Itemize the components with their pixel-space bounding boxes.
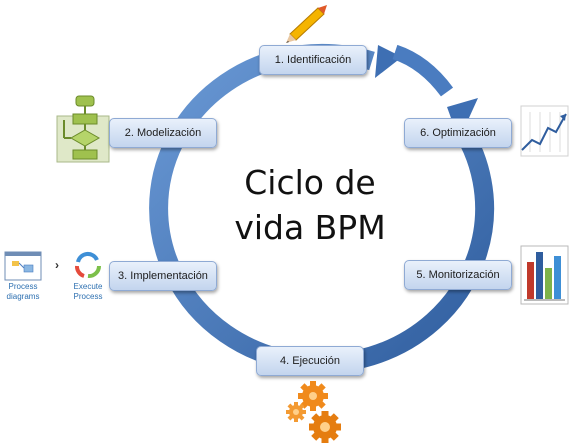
step-implementacion: 3. Implementación (109, 261, 217, 291)
ring-path (149, 43, 495, 373)
cycle-title-line-1: Ciclo de (244, 163, 376, 202)
execute-process-caption: Execute Process (66, 282, 110, 302)
pencil-icon (286, 5, 327, 43)
step-optimizacion: 6. Optimización (404, 118, 512, 148)
execute-process-caption-line-1: Execute (73, 282, 103, 291)
chevron-right-icon: › (55, 258, 59, 272)
process-diagrams-caption-line-1: Process (8, 282, 38, 291)
ring-arrowhead (375, 45, 402, 78)
gears-icon (286, 381, 341, 443)
step-modelizacion: 2. Modelización (109, 118, 217, 148)
step-identificacion: 1. Identificación (259, 45, 367, 75)
line-chart-icon (520, 105, 569, 157)
cycle-icon (75, 251, 102, 279)
execute-process-caption-line-2: Process (73, 292, 103, 301)
ring-arrow-shaft (392, 44, 454, 97)
step-monitorizacion: 5. Monitorización (404, 260, 512, 290)
cycle-title: Ciclo de vida BPM (190, 160, 430, 250)
process-diagrams-caption: Process diagrams (0, 282, 46, 302)
flowchart-icon (56, 95, 110, 163)
process-diagrams-caption-line-2: diagrams (6, 292, 40, 301)
step-ejecucion: 4. Ejecución (256, 346, 364, 376)
process-diagram-icon (4, 251, 42, 281)
cycle-title-line-2: vida BPM (234, 208, 386, 247)
bar-chart-icon (520, 245, 569, 305)
